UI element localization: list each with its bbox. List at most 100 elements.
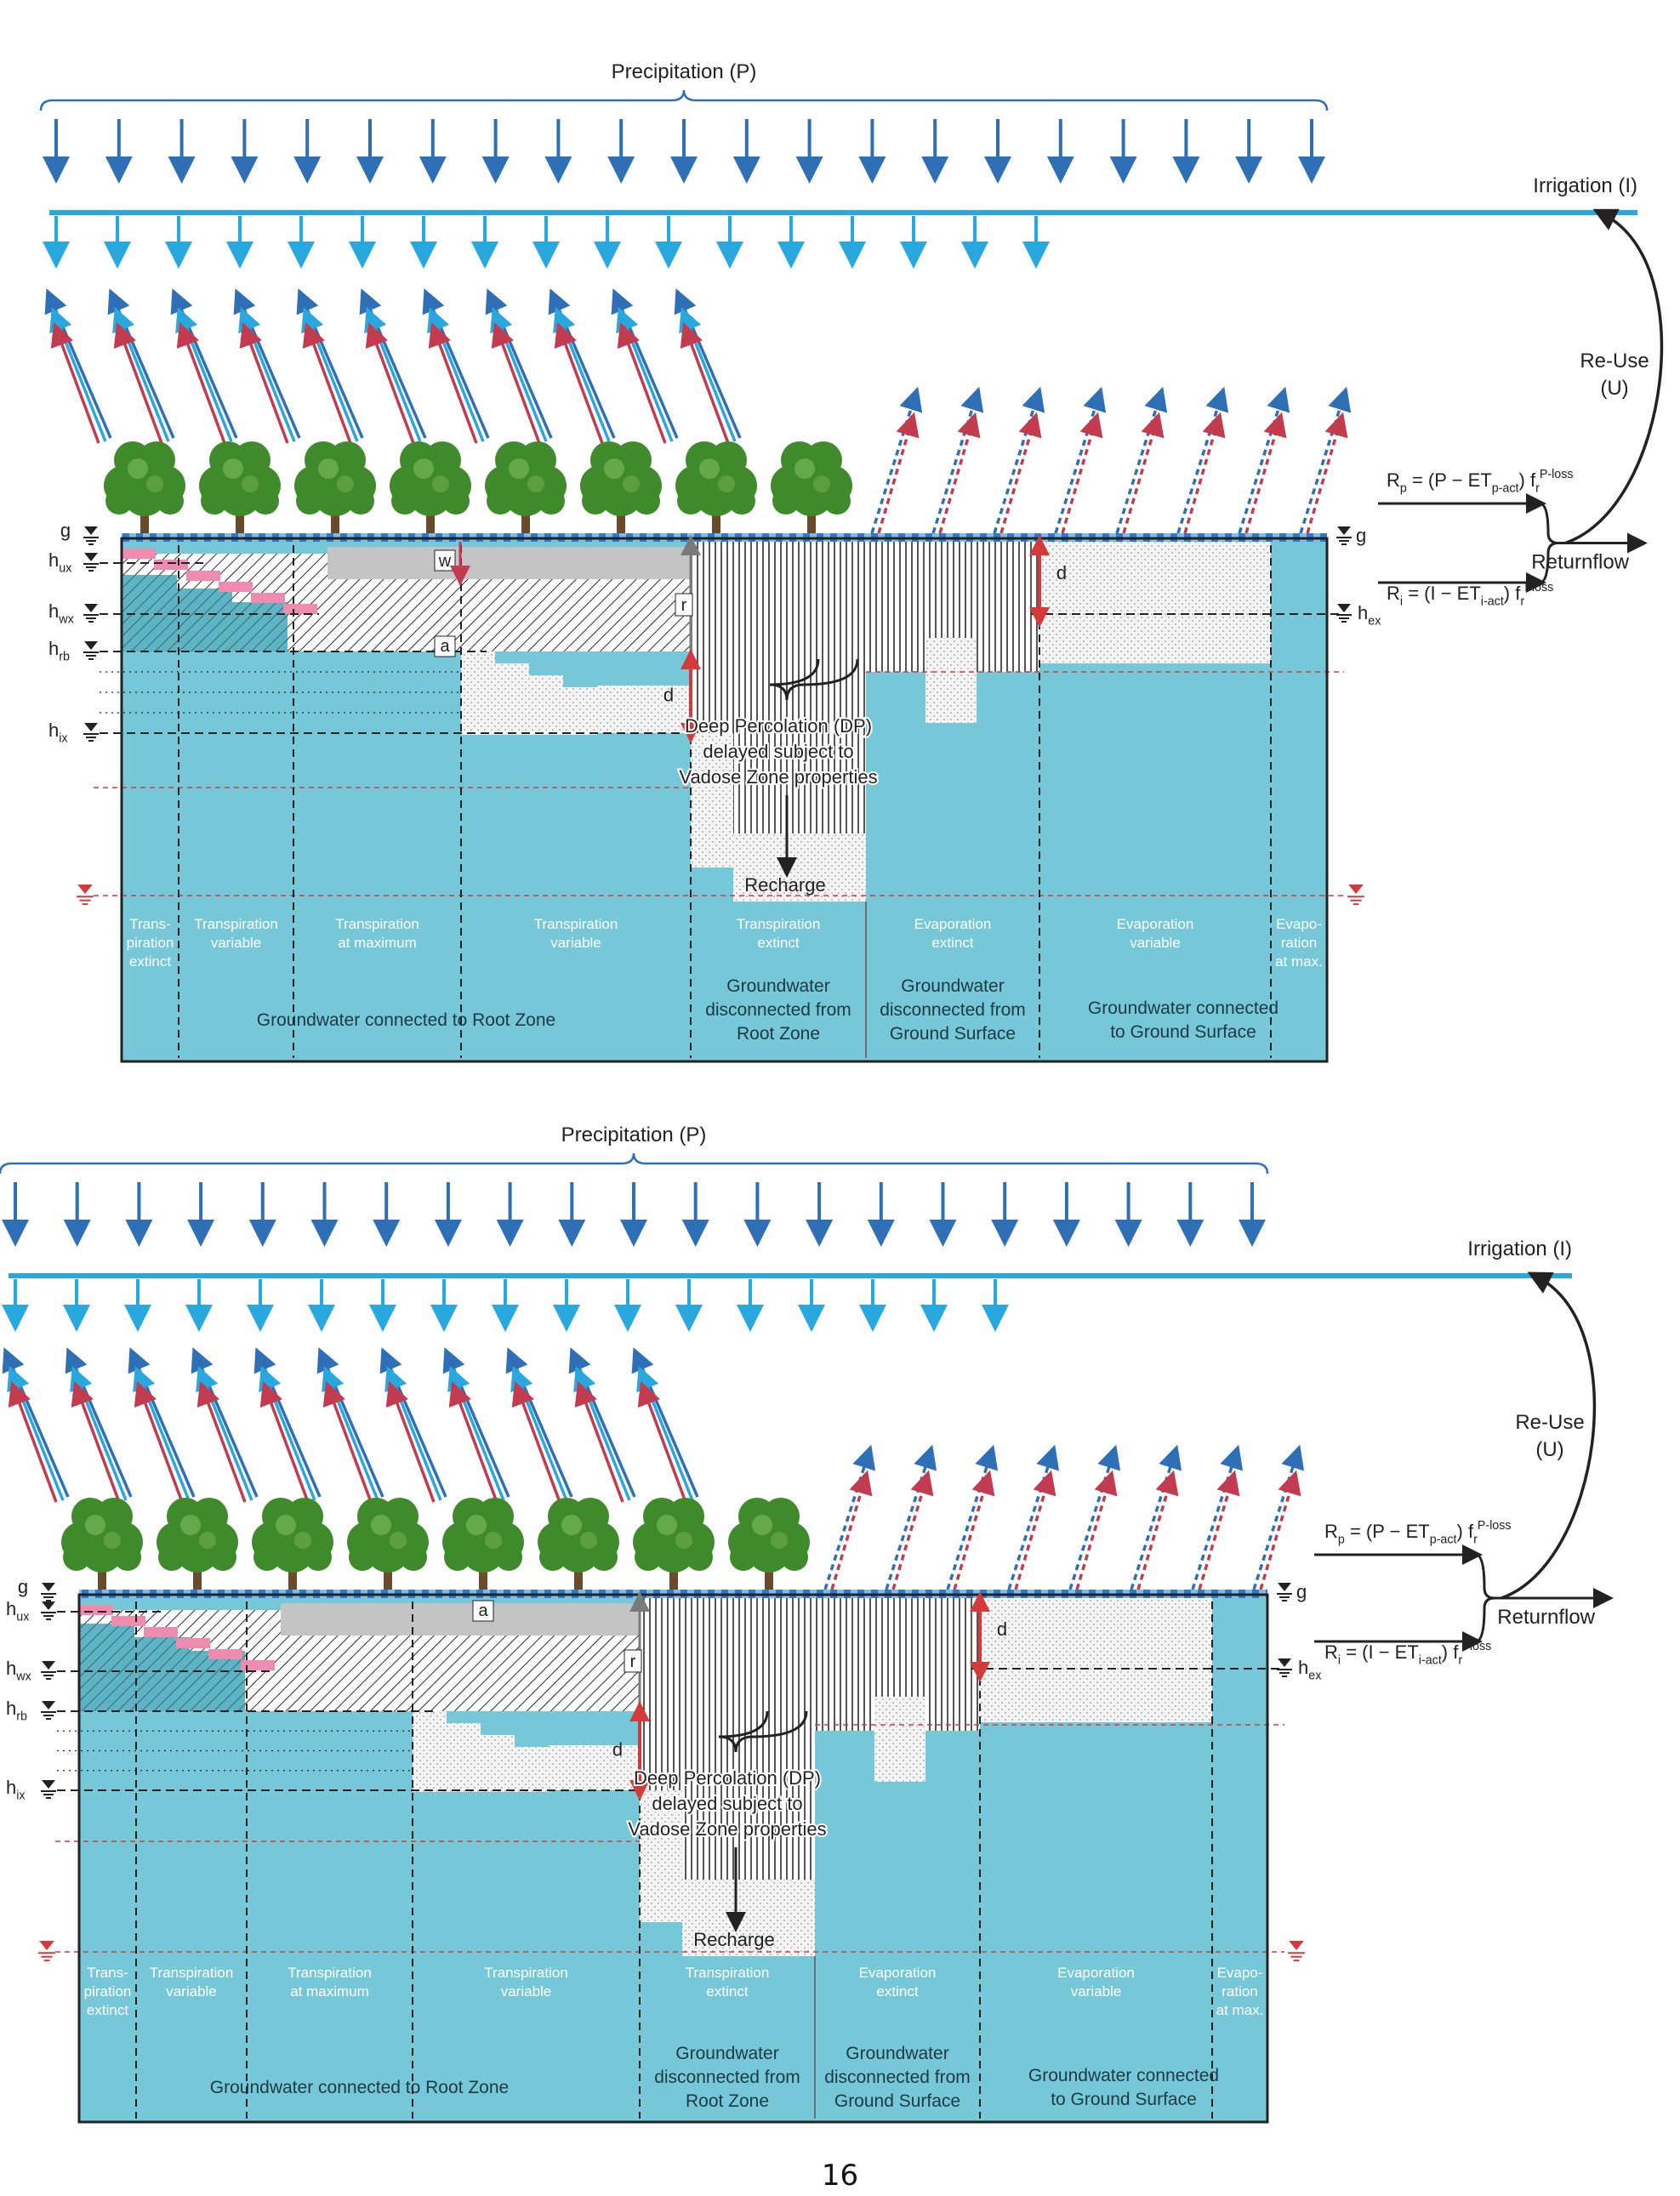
water-table-triangle	[84, 604, 98, 612]
et-arrow-light	[259, 1366, 316, 1501]
level-hex-label: hex	[1298, 1657, 1321, 1683]
zone-label-7-line-2: at max.	[1275, 953, 1323, 970]
evaporation-fringe	[874, 1697, 925, 1782]
zone-disconnected-root-line-1: disconnected from	[654, 2068, 800, 2087]
tree-foliage	[347, 487, 374, 515]
et-arrow-light	[133, 1366, 191, 1501]
zone-label-1-line-1: variable	[211, 935, 262, 951]
tree-highlight	[580, 1532, 597, 1549]
evaporation-arrow-red	[1136, 1470, 1179, 1590]
dp-brace	[718, 1710, 808, 1753]
et-arrow-blue	[631, 1347, 699, 1498]
zone-gw-root-label: Groundwater connected to Root Zone	[257, 1010, 555, 1030]
evaporation-arrow-red	[1198, 1470, 1240, 1590]
marker-d-left: d	[612, 1739, 623, 1761]
tree-highlight	[318, 458, 339, 479]
et-arrow-blue	[485, 288, 553, 439]
tree-highlight	[771, 1532, 788, 1549]
zone-label-7-line-1: ration	[1222, 1983, 1258, 2000]
water-table-triangle	[84, 526, 98, 535]
water-table-triangle	[84, 553, 98, 561]
tree-icon	[61, 1498, 143, 1591]
tree-trunk	[193, 1561, 202, 1591]
recharge-zone	[733, 833, 866, 902]
evaporation-gw-cap	[1039, 663, 1271, 674]
tree-highlight	[752, 1515, 772, 1535]
zone-disconnected-surface-line-1: disconnected from	[824, 2068, 971, 2087]
marker-r-box	[624, 1649, 642, 1673]
water-table-icon-g-right	[1336, 526, 1352, 545]
et-arrow-red	[554, 321, 604, 444]
zone-disconnected-surface-line-1: disconnected from	[880, 1000, 1026, 1020]
tree-highlight	[509, 458, 529, 479]
waterlogging-band	[144, 1627, 178, 1637]
zone-label-1-line-1: variable	[166, 1983, 217, 2000]
zone-disconnected-root-line-1: disconnected from	[705, 1000, 851, 1020]
waterlogging-band	[154, 560, 188, 570]
dotted-fringe-left	[597, 686, 691, 733]
tree-icon	[199, 441, 281, 535]
water-table-triangle	[1337, 604, 1351, 612]
et-arrow-light	[573, 1366, 631, 1501]
waterlogging-band	[122, 549, 156, 559]
evaporation-arrow-red	[1183, 412, 1226, 534]
tree-highlight	[199, 1532, 216, 1549]
transition-stairs-left	[461, 651, 597, 735]
waterlogging-band	[283, 604, 317, 614]
tree-foliage	[201, 487, 228, 515]
dotted-fringe-left	[549, 1745, 640, 1790]
water-table-triangle	[1337, 526, 1351, 535]
tree-trunk	[98, 1561, 106, 1591]
reuse-label-2: (U)	[1535, 1438, 1563, 1461]
tree-foliage	[209, 1544, 236, 1571]
water-table-triangle	[42, 1661, 55, 1670]
tree-foliage	[633, 487, 660, 515]
zone-disconnected-surface-line-0: Groundwater	[846, 2044, 948, 2063]
et-arrow-light	[196, 1366, 253, 1501]
tree-foliage	[442, 487, 470, 515]
evaporation-arrow-blue	[1299, 386, 1352, 534]
et-arrow-light	[447, 1366, 505, 1501]
deep-percolation-label-line-1: delayed subject to	[703, 741, 853, 762]
zone-label-3-line-0: Transpiration	[534, 916, 618, 932]
tree-icon	[538, 1498, 619, 1591]
tree-foliage	[772, 487, 800, 515]
tree-trunk	[712, 504, 720, 535]
deep-percolation-label-line-1: delayed subject to	[652, 1793, 802, 1814]
zone-label-0-line-0: Trans-	[87, 1965, 128, 1981]
tree-highlight	[561, 1515, 582, 1535]
tree-highlight	[485, 1532, 502, 1549]
zone-disconnected-root-line-0: Groundwater	[675, 2044, 778, 2063]
ri-equation: Ri = (I − ETi-act) frI-loss	[1387, 581, 1553, 609]
et-arrow-light	[510, 1366, 568, 1501]
evaporation-arrow-blue	[1115, 386, 1168, 534]
et-arrow-red	[511, 1380, 561, 1503]
water-table-icon-hex	[1277, 1658, 1292, 1677]
et-arrow-blue	[505, 1347, 573, 1498]
tree-foliage	[582, 487, 609, 515]
zone-disconnected-root-line-2: Root Zone	[737, 1024, 820, 1044]
et-arrow-light	[364, 307, 422, 442]
evaporation-arrow-red	[1122, 412, 1165, 534]
water-table-triangle	[1278, 1658, 1291, 1667]
zone-label-2-line-0: Transpiration	[335, 916, 419, 932]
tree-trunk	[140, 504, 149, 535]
et-arrow-red	[259, 1380, 310, 1503]
evaporation-arrow-blue	[1191, 1444, 1244, 1590]
et-arrow-blue	[44, 288, 112, 439]
tree-foliage	[253, 1544, 281, 1571]
et-arrow-blue	[296, 288, 364, 439]
water-table-icon-right	[1347, 885, 1364, 906]
evaporation-arrow-blue	[1130, 1444, 1182, 1590]
level-hwx-label: hwx	[48, 600, 74, 627]
zone-disconnected-root-line-2: Root Zone	[686, 2091, 769, 2111]
tree-foliage	[495, 1544, 522, 1571]
zone-connected-surface-line-0: Groundwater connected	[1088, 998, 1279, 1018]
tree-highlight	[128, 458, 148, 479]
evaporation-arrow-red	[1306, 412, 1348, 534]
level-hrb-label: hrb	[48, 638, 70, 664]
water-table-triangle	[42, 1583, 55, 1591]
tree-foliage	[105, 487, 133, 515]
et-arrow-blue	[128, 1347, 196, 1498]
tree-foliage	[305, 1544, 332, 1571]
